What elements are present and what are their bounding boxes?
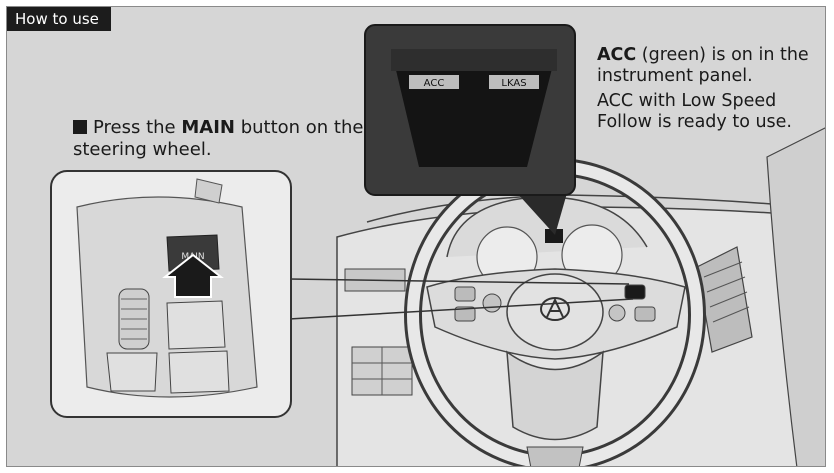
status-line-1: ACC (green) is on in the instrument pane…: [597, 45, 809, 86]
press-arrow-icon: [162, 253, 224, 298]
main-button-inset: MAIN: [50, 170, 292, 418]
zoom-line-bottom: [288, 298, 634, 320]
acc-indicator-label: ACC: [424, 78, 445, 89]
dashboard-illustration: ACC LKAS MAIN: [50, 24, 825, 466]
steering-wheel-lower-spoke: [506, 350, 604, 441]
main-button: [166, 234, 220, 272]
illustration-panel: ACC LKAS MAIN: [6, 6, 826, 467]
display-callout-pointer: [517, 193, 567, 235]
status-text: ACC (green) is on in the instrument pane…: [597, 45, 825, 137]
section-tag: How to use: [7, 7, 111, 31]
brand-logo: [540, 297, 570, 321]
lkas-indicator-badge: [489, 75, 539, 89]
zoom-line-top: [288, 278, 630, 285]
acc-indicator-badge: [409, 75, 459, 89]
lkas-indicator-label: LKAS: [501, 78, 526, 89]
instruction-text: Press the MAIN button on the steering wh…: [73, 117, 364, 160]
status-line-2: ACC with Low Speed Follow is ready to us…: [597, 91, 792, 132]
steering-column: [526, 446, 584, 466]
a-pillar: [766, 127, 825, 466]
air-vent-right: [696, 246, 753, 353]
right-spoke-buttons: [608, 284, 656, 322]
acc-indicator-light: [545, 229, 563, 243]
bullet-square-icon: [73, 120, 87, 134]
